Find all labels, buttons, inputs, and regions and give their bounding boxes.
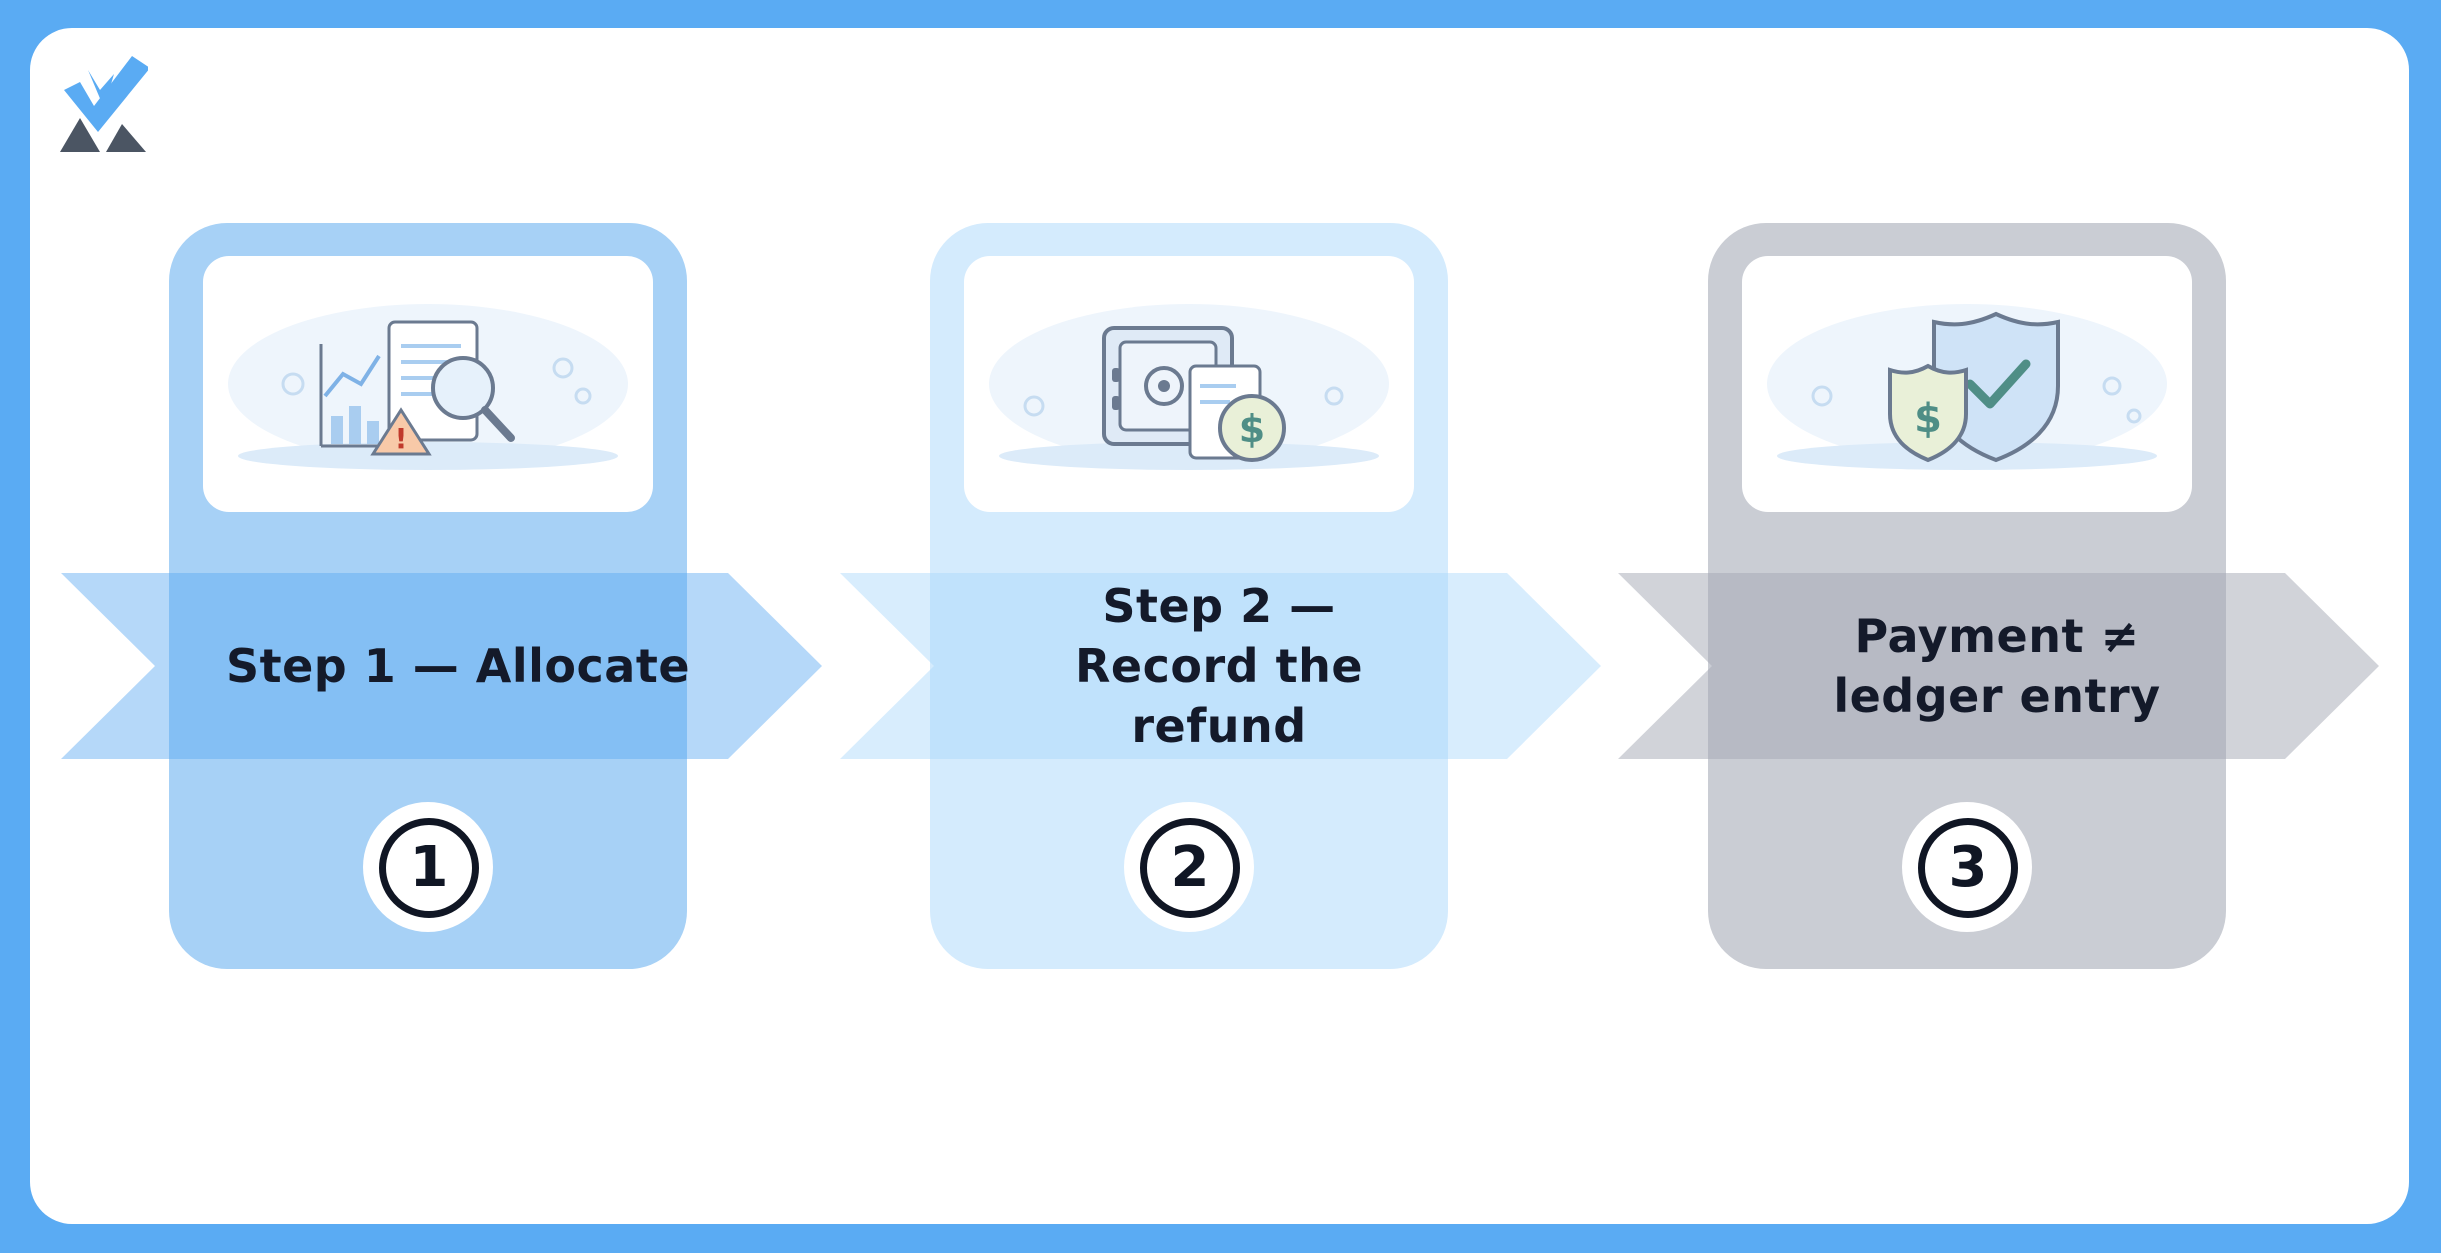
logo-icon — [60, 56, 148, 152]
svg-text:!: ! — [395, 422, 408, 455]
step-1-badge: 1 — [363, 802, 493, 932]
step-1-label: Step 1 — Allocate — [225, 639, 691, 693]
step-3-label: Payment ≠ ledger entry — [1833, 609, 2161, 723]
step-2-badge: 2 — [1124, 802, 1254, 932]
step-card-1: ! 1 — [169, 223, 687, 969]
step-3-number: 3 — [1918, 818, 2018, 918]
step-card-2: $ 2 — [930, 223, 1448, 969]
step-1-illustration: ! — [203, 256, 653, 512]
step-3-badge: 3 — [1902, 802, 2032, 932]
svg-text:$: $ — [1914, 396, 1942, 442]
step-2-label: Step 2 — Record the refund — [1074, 579, 1364, 753]
step-2-illustration: $ — [964, 256, 1414, 512]
svg-text:$: $ — [1239, 407, 1265, 451]
step-2-number: 2 — [1140, 818, 1240, 918]
step-1-number: 1 — [379, 818, 479, 918]
step-3-illustration: $ — [1742, 256, 2192, 512]
report-magnifier-warning-icon: ! — [228, 304, 628, 470]
safe-document-dollar-icon: $ — [989, 304, 1389, 470]
shield-check-dollar-icon: $ — [1767, 304, 2167, 470]
